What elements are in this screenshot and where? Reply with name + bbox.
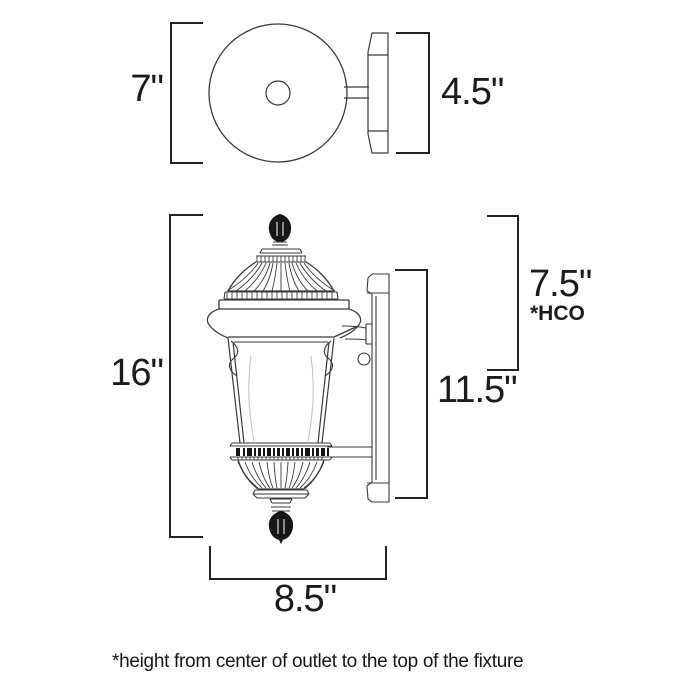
roof-scallop-band xyxy=(223,291,339,300)
dimension-label-fixture-width: 8.5" xyxy=(273,578,337,620)
shoulder xyxy=(206,308,362,339)
bottom-neck xyxy=(269,498,293,512)
dimension-bracket-fixture-width xyxy=(209,546,387,580)
lower-support-arm xyxy=(327,446,372,458)
arm-top-view xyxy=(344,86,369,99)
dimension-bracket-outlet-to-top xyxy=(487,215,519,371)
rim-band xyxy=(218,299,350,310)
side-view xyxy=(169,214,519,580)
roof-flutes xyxy=(226,262,336,292)
backplate-circle xyxy=(208,23,348,163)
dentil-band-lines xyxy=(229,442,333,461)
frame-scrolls xyxy=(228,340,334,377)
bottom-disc xyxy=(252,489,310,499)
top-view xyxy=(170,22,430,164)
dimension-bracket-backplate-height xyxy=(395,269,428,499)
bottom-finial xyxy=(268,511,294,544)
dimension-bracket-top-width xyxy=(170,22,203,164)
roof-top-bead-ticks xyxy=(256,256,306,262)
dimension-bracket-overall-height xyxy=(169,214,203,538)
dimension-label-top-depth: 4.5" xyxy=(441,71,504,113)
footnote-text: *height from center of outlet to the top… xyxy=(112,651,524,672)
finial-collar xyxy=(259,241,303,254)
outlet-hole xyxy=(265,80,291,106)
plate-edge-top-view xyxy=(367,32,389,154)
dimension-label-overall-height: 16" xyxy=(110,352,164,394)
dentil-bead-ticks xyxy=(237,457,323,460)
top-finial-highlight xyxy=(276,222,284,236)
hco-note-label: *HCO xyxy=(530,302,585,325)
dimension-label-outlet-to-top: 7.5" xyxy=(529,263,592,305)
glass-frames xyxy=(227,337,335,444)
dimension-label-backplate-height: 11.5" xyxy=(437,369,518,411)
top-finial xyxy=(268,214,292,242)
outlet-screw xyxy=(357,352,371,366)
dentil-blocks xyxy=(236,448,329,456)
wall-backplate-side xyxy=(366,273,390,503)
dimension-bracket-top-depth xyxy=(396,32,430,154)
roof-scallop-ticks xyxy=(226,292,333,299)
glass-seed-lines xyxy=(248,355,314,442)
bottom-finial-highlight xyxy=(277,519,285,534)
dimension-label-top-width: 7" xyxy=(130,68,164,110)
bottom-cone-flutes xyxy=(237,461,325,489)
